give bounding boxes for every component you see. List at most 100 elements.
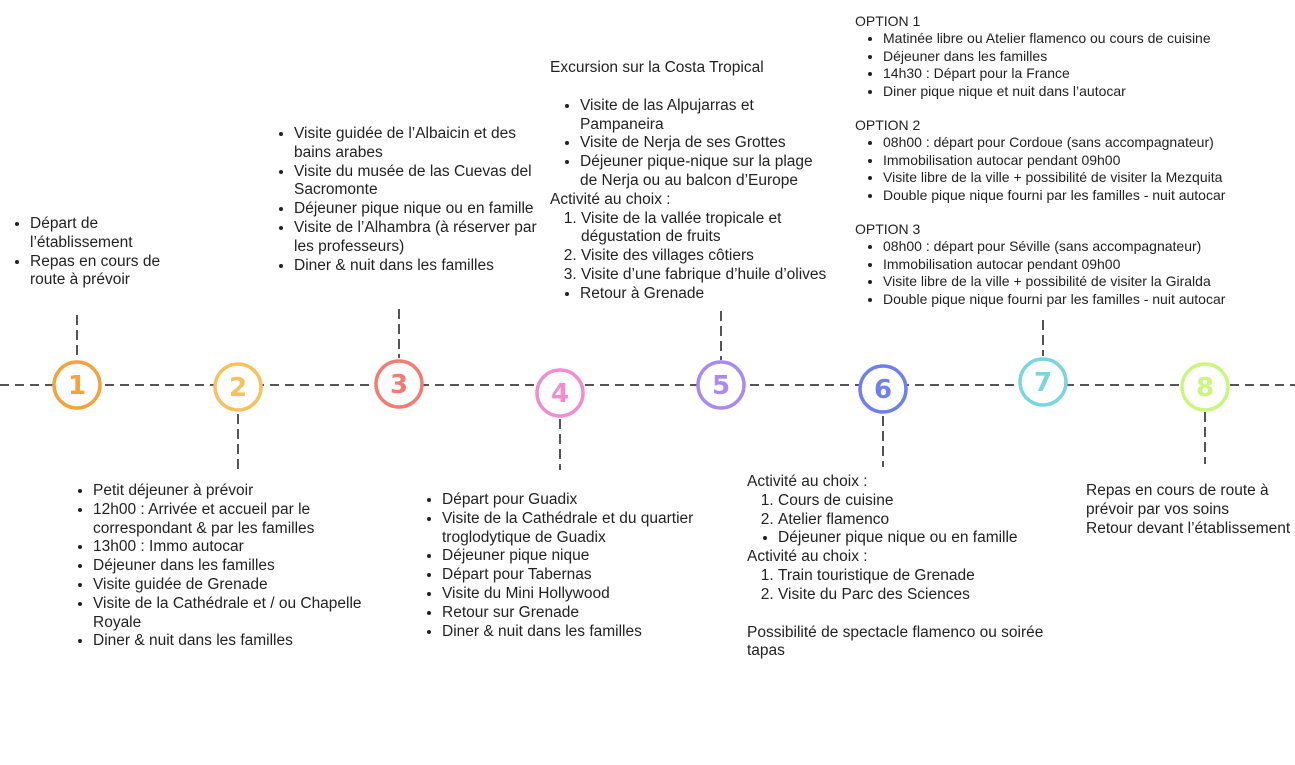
day-3-list: Visite guidée de l’Albaicin et des bains…: [274, 125, 544, 275]
day-3-item: Visite de l’Alhambra (à réserver par les…: [294, 219, 544, 257]
day-5-item: Visite de las Alpujarras et Pampaneira: [580, 97, 790, 135]
option-item: 08h00 : départ pour Séville (sans accomp…: [883, 238, 1293, 255]
step-number: 7: [1034, 368, 1052, 398]
day-5-choice: Visite de la vallée tropicale et dégusta…: [581, 210, 821, 248]
day-6-block: Activité au choix : Cours de cuisine Ate…: [747, 473, 1067, 661]
day-2-list: Petit déjeuner à prévoir 12h00 : Arrivée…: [73, 482, 373, 651]
option-item: Visite libre de la ville + possibilité d…: [883, 169, 1293, 186]
option-item: 08h00 : départ pour Cordoue (sans accomp…: [883, 134, 1293, 151]
option-1-title: OPTION 1: [855, 13, 921, 29]
step-marker-7: 7: [1018, 357, 1068, 407]
day-1-block: Départ de l’établissement Repas en cours…: [10, 215, 195, 290]
day-6-choice2-list: Train touristique de Grenade Visite du P…: [747, 567, 1067, 605]
day-2-item: 13h00 : Immo autocar: [93, 538, 373, 557]
day-6-choice: Visite du Parc des Sciences: [778, 586, 1067, 605]
day-8-line: Retour devant l’établissement: [1086, 519, 1291, 537]
day-5-item: Retour à Grenade: [580, 285, 870, 304]
option-item: Diner pique nique et nuit dans l’autocar: [883, 83, 1293, 100]
day-4-list: Départ pour Guadix Visite de la Cathédra…: [422, 491, 722, 641]
day-1-list: Départ de l’établissement Repas en cours…: [10, 215, 195, 290]
option-3-title: OPTION 3: [855, 221, 921, 238]
option-item: Visite libre de la ville + possibilité d…: [883, 273, 1293, 290]
option-2-list: 08h00 : départ pour Cordoue (sans accomp…: [855, 134, 1293, 204]
day-5-choice: Visite des villages côtiers: [581, 247, 870, 266]
step-marker-3: 3: [374, 359, 424, 409]
day-3-item: Déjeuner pique nique ou en famille: [294, 200, 544, 219]
day-8-line: Repas en cours de route à prévoir par vo…: [1086, 482, 1269, 518]
step-circle: [213, 362, 263, 412]
day-3-item: Visite du musée de las Cuevas del Sacrom…: [294, 163, 544, 201]
day-4-item: Retour sur Grenade: [442, 604, 722, 623]
step-circle: [535, 368, 585, 418]
day-1-item: Départ de l’établissement: [30, 215, 195, 253]
day-6-note: Possibilité de spectacle flamenco ou soi…: [747, 623, 1044, 660]
day-5-choices: Visite de la vallée tropicale et dégusta…: [550, 210, 870, 285]
day-5-item: Déjeuner pique-nique sur la plage de Ner…: [580, 153, 830, 191]
step-circle: [1180, 362, 1230, 412]
day-4-item: Diner & nuit dans les familles: [442, 623, 722, 642]
day-4-item: Départ pour Tabernas: [442, 566, 722, 585]
day-2-item: Déjeuner dans les familles: [93, 557, 373, 576]
step-marker-8: 8: [1180, 362, 1230, 412]
day-4-item: Visite de la Cathédrale et du quartier t…: [442, 510, 722, 548]
day-2-item: Visite de la Cathédrale et / ou Chapelle…: [93, 595, 373, 633]
day-4-item: Départ pour Guadix: [442, 491, 722, 510]
step-circle: [374, 359, 424, 409]
step-number: 3: [390, 370, 408, 400]
day-2-item: Diner & nuit dans les familles: [93, 632, 373, 651]
step-marker-4: 4: [535, 368, 585, 418]
day-8-block: Repas en cours de route à prévoir par vo…: [1086, 482, 1291, 538]
day-6-choice: Atelier flamenco: [778, 511, 1067, 530]
day-5-list: Visite de las Alpujarras et Pampaneira V…: [550, 97, 870, 191]
step-circle: [858, 364, 908, 414]
step-number: 8: [1196, 373, 1214, 403]
option-item: Immobilisation autocar pendant 09h00: [883, 152, 1293, 169]
option-2-title: OPTION 2: [855, 117, 921, 134]
day-6-choice: Cours de cuisine: [778, 492, 1067, 511]
step-circle: [1018, 357, 1068, 407]
day-5-choice: Visite d’une fabrique d’huile d’olives: [581, 266, 870, 285]
step-marker-2: 2: [213, 362, 263, 412]
day-2-item: Visite guidée de Grenade: [93, 576, 373, 595]
day-6-choice1-list: Cours de cuisine Atelier flamenco: [747, 492, 1067, 530]
day-1-item: Repas en cours de route à prévoir: [30, 253, 195, 291]
day-5-item: Visite de Nerja de ses Grottes: [580, 134, 870, 153]
option-item: Matinée libre ou Atelier flamenco ou cou…: [883, 30, 1293, 47]
option-item: Double pique nique fourni par les famill…: [883, 187, 1293, 204]
day-5-block: Excursion sur la Costa Tropical Visite d…: [550, 59, 870, 304]
day-5-title: Excursion sur la Costa Tropical: [550, 59, 764, 76]
step-circle: [52, 360, 102, 410]
option-1-list: Matinée libre ou Atelier flamenco ou cou…: [855, 30, 1293, 100]
option-item: Double pique nique fourni par les famill…: [883, 291, 1293, 308]
day-3-block: Visite guidée de l’Albaicin et des bains…: [274, 125, 544, 275]
step-number: 2: [229, 373, 247, 403]
day-5-return-list: Retour à Grenade: [550, 285, 870, 304]
day-6-choice1-label: Activité au choix :: [747, 473, 868, 490]
option-item: 14h30 : Départ pour la France: [883, 65, 1293, 82]
day-2-item: 12h00 : Arrivée et accueil par le corres…: [93, 501, 373, 539]
step-number: 1: [68, 371, 86, 401]
day-6-item: Déjeuner pique nique ou en famille: [778, 529, 1067, 548]
day-4-item: Visite du Mini Hollywood: [442, 585, 722, 604]
step-number: 6: [874, 375, 892, 405]
day-3-item: Visite guidée de l’Albaicin et des bains…: [294, 125, 544, 163]
day-2-item: Petit déjeuner à prévoir: [93, 482, 373, 501]
step-number: 4: [551, 379, 569, 409]
step-marker-1: 1: [52, 360, 102, 410]
step-marker-6: 6: [858, 364, 908, 414]
day-3-item: Diner & nuit dans les familles: [294, 257, 544, 276]
option-item: Déjeuner dans les familles: [883, 48, 1293, 65]
step-marker-5: 5: [696, 360, 746, 410]
step-circle: [696, 360, 746, 410]
day-6-choice: Train touristique de Grenade: [778, 567, 1067, 586]
day-7-block: OPTION 1 Matinée libre ou Atelier flamen…: [855, 13, 1293, 308]
option-item: Immobilisation autocar pendant 09h00: [883, 256, 1293, 273]
day-2-block: Petit déjeuner à prévoir 12h00 : Arrivée…: [73, 482, 373, 651]
day-4-item: Déjeuner pique nique: [442, 547, 722, 566]
option-3-list: 08h00 : départ pour Séville (sans accomp…: [855, 238, 1293, 308]
day-6-choice2-label: Activité au choix :: [747, 548, 868, 566]
day-6-extra-list: Déjeuner pique nique ou en famille: [747, 529, 1067, 548]
day-5-choice-label: Activité au choix :: [550, 190, 671, 208]
day-4-block: Départ pour Guadix Visite de la Cathédra…: [422, 491, 722, 641]
